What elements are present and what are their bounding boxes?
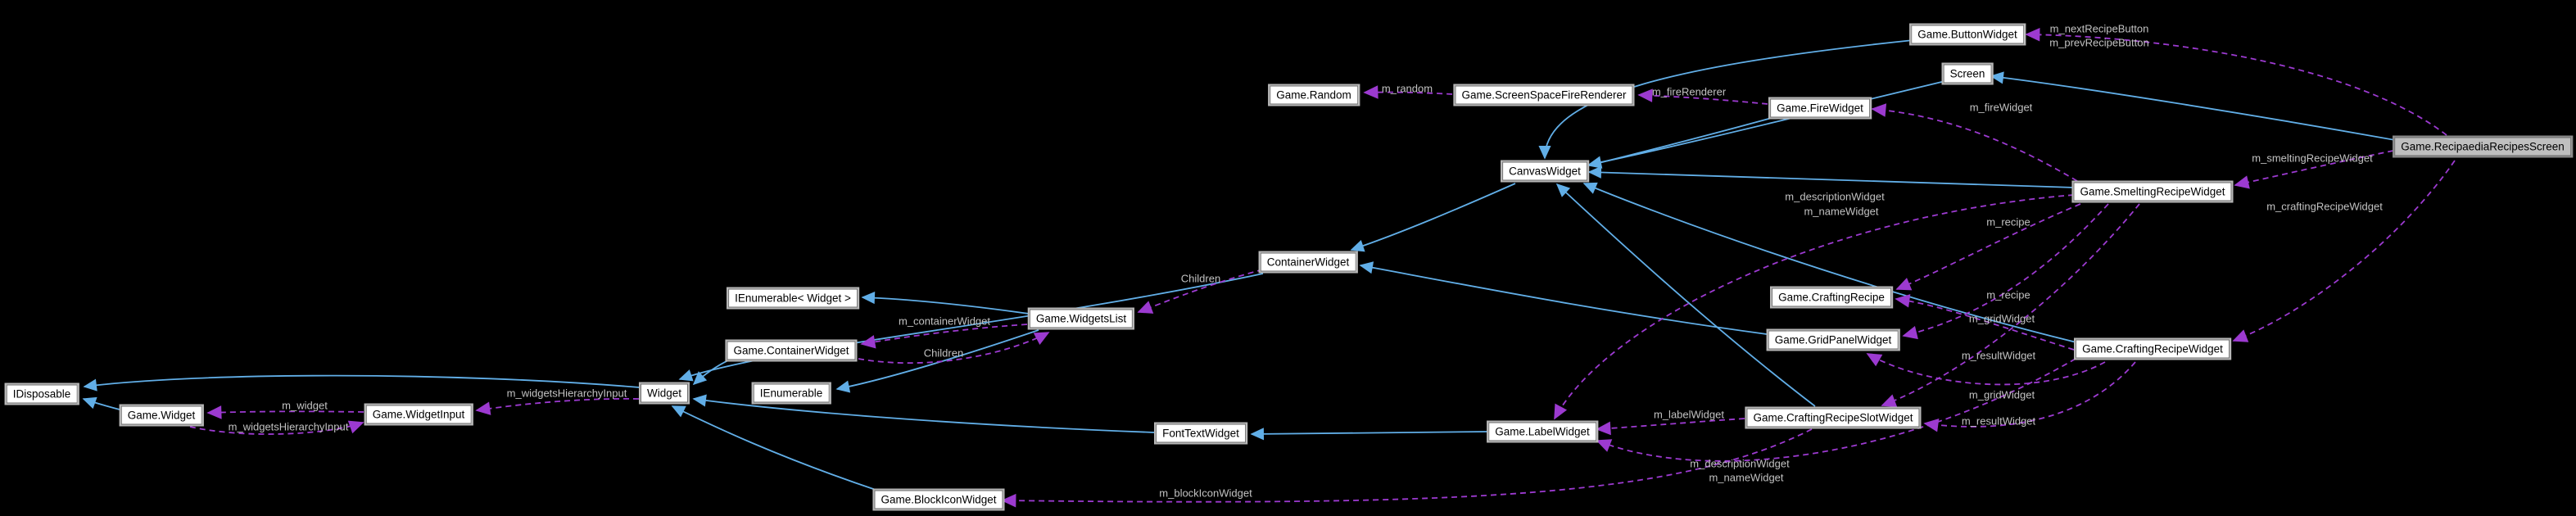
node-containerwidget[interactable]: ContainerWidget: [1258, 251, 1358, 274]
edge-label-m-random: m_random: [1381, 82, 1433, 95]
inheritance-edge-widget-idisposable: [83, 374, 641, 392]
node-game-labelwidget[interactable]: Game.LabelWidget: [1487, 420, 1598, 443]
inheritance-edge-gamecontainerwidget-widget: [692, 358, 732, 386]
usage-edge-gamecontainerwidget-widgetslist: [858, 332, 1050, 364]
usage-edge-gamewidget-widgetinput: [189, 420, 364, 435]
usage-edge-recipaedia-smeltingwidget: [2234, 150, 2394, 189]
edge-label-m-widgetshierarchyinput-lower: m_widgetsHierarchyInput: [228, 420, 349, 433]
inheritance-edge-blockiconwidget-widget: [671, 405, 879, 491]
usage-edge-widgetslist-gamecontainerwidget: [860, 324, 1028, 349]
inheritance-edge-widgetslist-ienumerable: [835, 329, 1039, 393]
usage-edge-recipaedia-craftingwidget: [2232, 160, 2456, 342]
inheritance-edge-buttonwidget-canvaswidget: [1538, 39, 1914, 160]
edge-label-m-namewidget-crafting: m_nameWidget: [1709, 471, 1784, 484]
usage-edge-slotwidget-labelwidget: [1596, 418, 1745, 436]
node-game-smeltingrecipewidget[interactable]: Game.SmeltingRecipeWidget: [2071, 180, 2234, 203]
inheritance-edge-containerwidget-widget: [678, 273, 1264, 382]
usage-edge-slotwidget-blockiconwidget: [1001, 428, 1813, 508]
usage-edge-smeltingwidget-labelwidget: [1554, 194, 2075, 420]
edge-label-m-recipe-crafting: m_recipe: [1986, 288, 2030, 301]
inheritance-edge-labelwidget-fonttextwidget: [1250, 428, 1488, 441]
node-game-gridpanelwidget[interactable]: Game.GridPanelWidget: [1766, 328, 1900, 351]
usage-edge-smeltingwidget-gridpanel: [1902, 203, 2109, 340]
edge-label-m-namewidget-smelting: m_nameWidget: [1804, 205, 1879, 218]
node-widget[interactable]: Widget: [638, 382, 690, 405]
node-idisposable[interactable]: IDisposable: [4, 382, 79, 405]
node-ienumerable[interactable]: IEnumerable: [751, 382, 831, 405]
usage-edge-firerenderer-random: [1363, 85, 1453, 99]
inheritance-edge-craftingrecipewidget-canvaswidget: [1582, 182, 2077, 343]
node-game-recipaediarecipesscreen[interactable]: Game.RecipaediaRecipesScreen: [2393, 135, 2573, 158]
node-canvaswidget[interactable]: CanvasWidget: [1501, 160, 1589, 183]
edge-label-m-labelwidget: m_labelWidget: [1654, 408, 1724, 421]
usage-edge-widget-widgetinput: [475, 397, 640, 415]
edge-label-m-recipe-smelting: m_recipe: [1986, 215, 2030, 229]
node-fonttextwidget[interactable]: FontTextWidget: [1154, 422, 1247, 445]
inheritance-edge-fonttextwidget-widget: [692, 394, 1155, 433]
node-game-widgetinput[interactable]: Game.WidgetInput: [364, 403, 473, 426]
usage-edge-containerwidget-widgetslist: [1137, 269, 1264, 314]
node-game-containerwidget[interactable]: Game.ContainerWidget: [725, 339, 858, 362]
node-game-craftingrecipewidget[interactable]: Game.CraftingRecipeWidget: [2074, 337, 2231, 360]
edge-label-m-blockiconwidget: m_blockIconWidget: [1159, 487, 1252, 500]
edge-label-m-descriptionwidget-crafting: m_descriptionWidget: [1690, 457, 1790, 470]
edge-label-m-smeltingrecipewidget: m_smeltingRecipeWidget: [2252, 152, 2373, 165]
node-screen[interactable]: Screen: [1941, 62, 1994, 85]
inheritance-edge-screen-canvaswidget: [1587, 79, 1949, 169]
usage-edge-craftingwidget-slotwidget: [1923, 361, 2136, 432]
node-game-buttonwidget[interactable]: Game.ButtonWidget: [1909, 23, 2026, 46]
inheritance-edge-gamewidget-idisposable: [82, 396, 120, 410]
edge-label-m-nextrecipebutton: m_nextRecipeButton: [2049, 22, 2149, 35]
node-game-craftingrecipe[interactable]: Game.CraftingRecipe: [1770, 286, 1893, 309]
edge-label-m-widget: m_widget: [282, 399, 328, 412]
node-game-screenspacefirerenderer[interactable]: Game.ScreenSpaceFireRenderer: [1453, 84, 1635, 106]
usage-edge-craftingwidget-gridpanel: [1866, 353, 2106, 386]
node-game-firewidget[interactable]: Game.FireWidget: [1768, 97, 1872, 120]
node-game-craftingrecipeslotwidget[interactable]: Game.CraftingRecipeSlotWidget: [1745, 406, 1922, 429]
usage-edge-smeltingwidget-craftingrecipe: [1895, 203, 2081, 291]
node-game-widgetslist[interactable]: Game.WidgetsList: [1027, 307, 1135, 330]
edge-label-m-descriptionwidget-smelting: m_descriptionWidget: [1785, 190, 1885, 203]
inheritance-edge-craftingrecipeslotwidget-canvaswidget: [1555, 183, 1816, 407]
usage-edge-smeltingwidget-slotwidget: [1881, 203, 2140, 407]
edge-label-m-craftingrecipewidget: m_craftingRecipeWidget: [2266, 200, 2383, 213]
edge-label-m-prevrecipebutton: m_prevRecipeButton: [2049, 36, 2149, 49]
edge-label-children-lower: Children: [923, 346, 964, 360]
inheritance-edge-canvaswidget-containerwidget: [1350, 183, 1516, 252]
inheritance-edge-widgetslist-ienumerablewidget: [861, 292, 1030, 315]
edge-label-m-containerwidget: m_containerWidget: [899, 315, 990, 328]
usage-edge-recipaedia-buttonwidget: [2025, 27, 2447, 136]
inheritance-edge-recipaediarecipesscreen-screen: [1990, 71, 2396, 141]
edge-label-m-firewidget: m_fireWidget: [1969, 101, 2033, 114]
node-game-random[interactable]: Game.Random: [1268, 84, 1360, 106]
usage-edge-firewidget-firerenderer: [1637, 88, 1768, 105]
usage-edge-widgetinput-gamewidget: [206, 405, 364, 419]
edge-label-m-resultwidget-crafting: m_resultWidget: [1961, 414, 2036, 428]
edge-label-m-gridwidget-smelting: m_gridWidget: [1968, 312, 2035, 325]
edge-label-m-gridwidget-crafting: m_gridWidget: [1968, 388, 2035, 401]
usage-edge-craftingwidget-labelwidget: [1596, 358, 2076, 462]
inheritance-edge-gridpanelwidget-containerwidget: [1359, 261, 1768, 335]
inheritance-edge-smeltingrecipewidget-canvaswidget: [1587, 165, 2075, 188]
edge-label-m-widgetshierarchyinput-upper: m_widgetsHierarchyInput: [506, 387, 627, 400]
edge-label-m-firerenderer: m_fireRenderer: [1651, 85, 1727, 98]
edge-label-m-resultwidget-smelting: m_resultWidget: [1961, 349, 2036, 362]
node-game-blockiconwidget[interactable]: Game.BlockIconWidget: [872, 488, 1005, 511]
usage-edge-smeltingwidget-firewidget: [1871, 103, 2078, 182]
edge-label-children-upper: Children: [1180, 272, 1221, 285]
node-game-widget[interactable]: Game.Widget: [119, 404, 204, 427]
node-ienumerable-widget[interactable]: IEnumerable< Widget >: [727, 287, 859, 310]
